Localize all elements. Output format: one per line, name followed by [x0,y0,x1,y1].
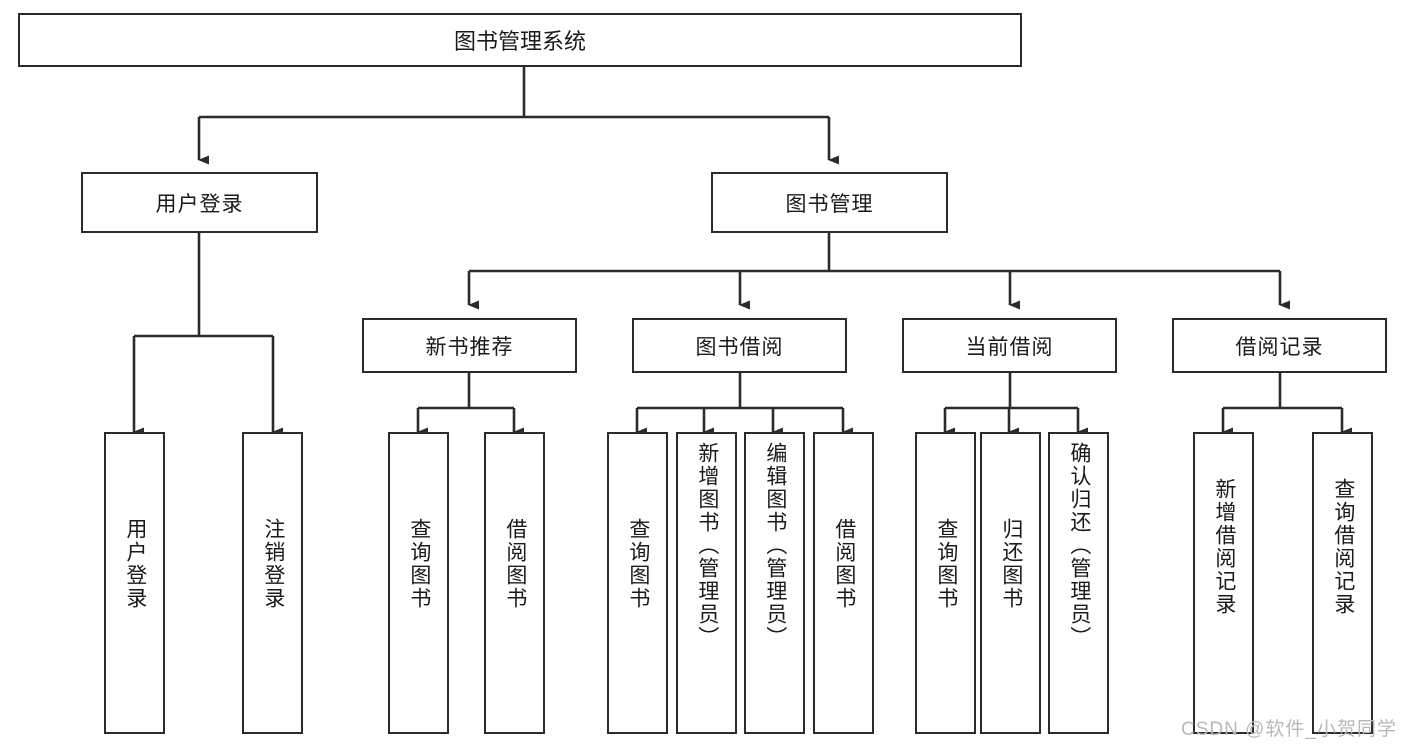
node-user-login-label: 用户登录 [155,192,244,216]
leaf-query-book-1[interactable]: 查询图书 [388,432,449,734]
csdn-watermark: CSDN @软件_小贺同学 [1181,719,1397,740]
leaf-add-record-label: 新增借阅记录 [1212,478,1236,616]
leaf-query-book-3[interactable]: 查询图书 [915,432,976,734]
node-book-manage[interactable]: 图书管理 [711,172,948,233]
leaf-return-book-label: 归还图书 [999,518,1023,610]
node-borrow-record[interactable]: 借阅记录 [1172,318,1387,373]
leaf-return-book[interactable]: 归还图书 [980,432,1041,734]
leaf-query-book-2-label: 查询图书 [626,518,650,610]
leaf-user-login-label: 用户登录 [123,518,147,610]
node-book-borrow-label: 图书借阅 [695,335,784,359]
node-new-book-recommend-label: 新书推荐 [425,335,514,359]
leaf-logout-label: 注销登录 [261,518,285,610]
leaf-edit-book-label: 编辑图书（管理员） [763,442,787,649]
leaf-user-login[interactable]: 用户登录 [104,432,165,734]
node-book-manage-label: 图书管理 [785,192,874,216]
leaf-edit-book[interactable]: 编辑图书（管理员） [744,432,805,734]
node-root-label: 图书管理系统 [453,29,586,54]
leaf-borrow-book-1[interactable]: 借阅图书 [484,432,545,734]
leaf-query-book-1-label: 查询图书 [407,518,431,610]
node-user-login[interactable]: 用户登录 [81,172,318,233]
node-book-borrow[interactable]: 图书借阅 [632,318,847,373]
node-root[interactable]: 图书管理系统 [18,13,1022,67]
leaf-query-book-3-label: 查询图书 [934,518,958,610]
leaf-query-record[interactable]: 查询借阅记录 [1312,432,1373,734]
leaf-add-book-label: 新增图书（管理员） [695,442,719,649]
leaf-confirm-return[interactable]: 确认归还（管理员） [1048,432,1109,734]
leaf-borrow-book-2-label: 借阅图书 [832,518,856,610]
node-new-book-recommend[interactable]: 新书推荐 [362,318,577,373]
leaf-add-record[interactable]: 新增借阅记录 [1193,432,1254,734]
leaf-add-book[interactable]: 新增图书（管理员） [676,432,737,734]
node-current-borrow[interactable]: 当前借阅 [902,318,1117,373]
leaf-borrow-book-1-label: 借阅图书 [503,518,527,610]
leaf-query-record-label: 查询借阅记录 [1331,478,1355,616]
leaf-logout[interactable]: 注销登录 [242,432,303,734]
leaf-query-book-2[interactable]: 查询图书 [607,432,668,734]
node-borrow-record-label: 借阅记录 [1235,335,1324,359]
leaf-confirm-return-label: 确认归还（管理员） [1067,442,1091,649]
node-current-borrow-label: 当前借阅 [965,335,1054,359]
leaf-borrow-book-2[interactable]: 借阅图书 [813,432,874,734]
